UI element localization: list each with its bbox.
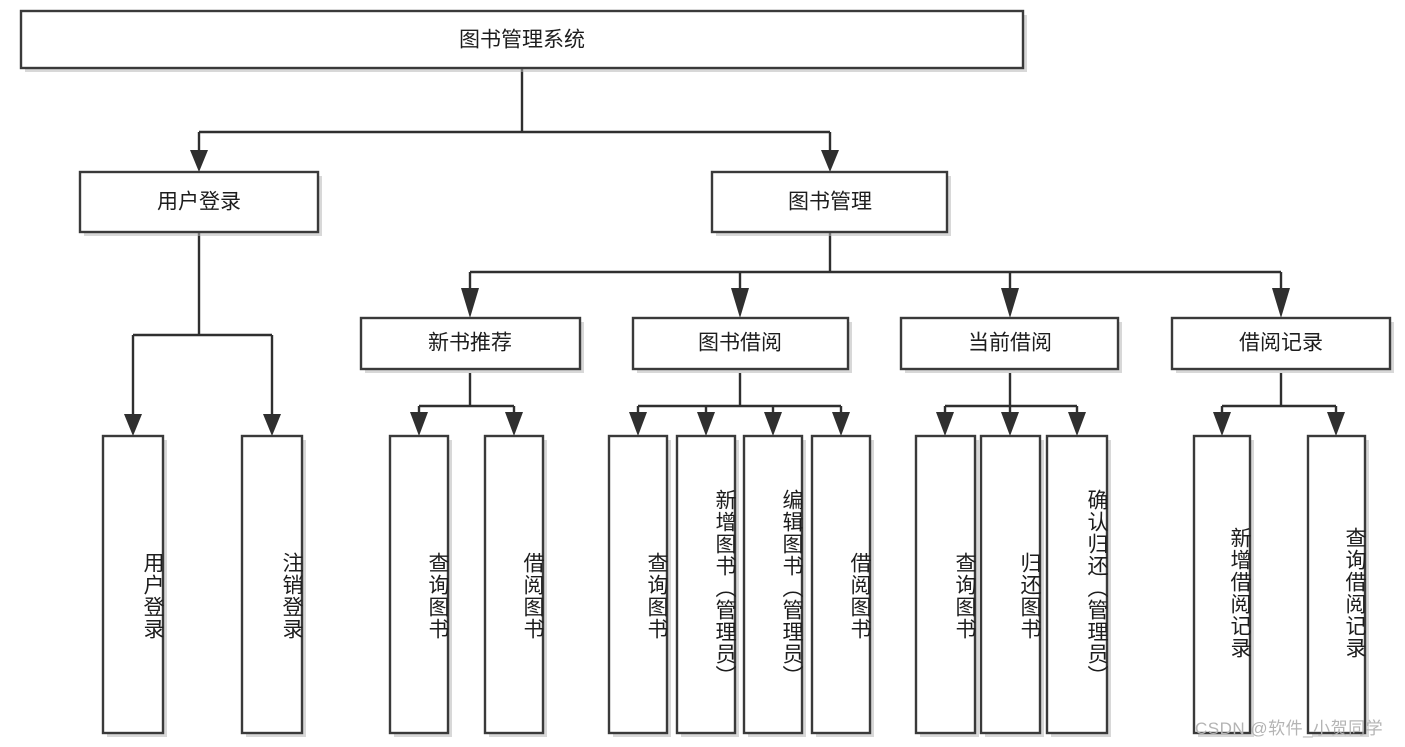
node-leaf-user-login[interactable] <box>101 434 165 735</box>
arrow-head-leaf-query-book-c <box>936 412 954 436</box>
node-book-borrow-label: 图书借阅 <box>698 332 782 355</box>
arrow-head-leaf-logout <box>263 414 281 436</box>
node-root-label: 图书管理系统 <box>459 29 585 52</box>
edge-bookmanage-bus <box>468 232 1283 288</box>
arrow-head-user-login <box>190 150 208 172</box>
arrow-head-borrow-record <box>1272 288 1290 318</box>
connector-layer <box>124 68 1345 436</box>
node-leaf-borrow-book-a[interactable] <box>483 434 545 735</box>
arrow-head-book-borrow <box>731 288 749 318</box>
node-new-book-rec-label: 新书推荐 <box>428 332 512 355</box>
node-leaf-query-book-c[interactable] <box>914 434 977 735</box>
node-leaf-add-record[interactable] <box>1192 434 1252 735</box>
node-borrow-record[interactable] <box>1170 316 1392 371</box>
node-current-borrow-label: 当前借阅 <box>968 332 1052 355</box>
arrow-head-leaf-query-record <box>1327 412 1345 436</box>
arrow-head-leaf-add-record <box>1213 412 1231 436</box>
node-current-borrow[interactable] <box>899 316 1120 371</box>
arrow-head-leaf-borrow-book-b <box>832 412 850 436</box>
arrow-head-leaf-add-book <box>697 412 715 436</box>
node-book-manage[interactable] <box>710 170 949 234</box>
arrow-head-leaf-edit-book <box>764 412 782 436</box>
node-user-login-label: 用户登录 <box>157 191 241 214</box>
edge-root-bus <box>197 68 832 152</box>
edge-userlogin-bus <box>131 232 274 416</box>
arrow-head-leaf-return-book <box>1001 412 1019 436</box>
node-book-borrow[interactable] <box>631 316 850 371</box>
arrow-head-book-manage <box>821 150 839 172</box>
node-leaf-logout[interactable] <box>240 434 304 735</box>
node-new-book-rec[interactable] <box>359 316 582 371</box>
node-user-login[interactable] <box>78 170 320 234</box>
node-root[interactable] <box>19 9 1025 70</box>
arrow-head-leaf-borrow-book-a <box>505 412 523 436</box>
arrow-head-new-book-rec <box>461 288 479 318</box>
arrow-head-leaf-confirm-return <box>1068 412 1086 436</box>
arrow-head-current-borrow <box>1001 288 1019 318</box>
arrow-head-leaf-query-book-a <box>410 412 428 436</box>
edge-currentborrow-bus <box>943 373 1079 416</box>
arrow-head-leaf-query-book-b <box>629 412 647 436</box>
node-leaf-query-book-b[interactable] <box>607 434 669 735</box>
node-layer: 图书管理系统 用户登录 图书管理 新书推荐 图书借阅 当前借阅 借阅记录 <box>19 9 1394 737</box>
node-leaf-edit-book[interactable] <box>742 434 804 735</box>
node-book-manage-label: 图书管理 <box>788 191 872 214</box>
edge-borrowrecord-bus <box>1220 373 1338 416</box>
edge-bookborrow-bus <box>636 373 843 416</box>
arrow-head-leaf-user-login <box>124 414 142 436</box>
node-leaf-add-book[interactable] <box>675 434 737 735</box>
node-leaf-confirm-return[interactable] <box>1045 434 1109 735</box>
node-leaf-query-record[interactable] <box>1306 434 1367 735</box>
node-leaf-return-book[interactable] <box>979 434 1042 735</box>
watermark-text: CSDN @软件_小贺同学 <box>1195 719 1384 738</box>
edge-newbookrec-bus <box>417 373 516 416</box>
node-leaf-borrow-book-b[interactable] <box>810 434 872 735</box>
node-leaf-query-book-a[interactable] <box>388 434 450 735</box>
node-borrow-record-label: 借阅记录 <box>1239 332 1323 355</box>
